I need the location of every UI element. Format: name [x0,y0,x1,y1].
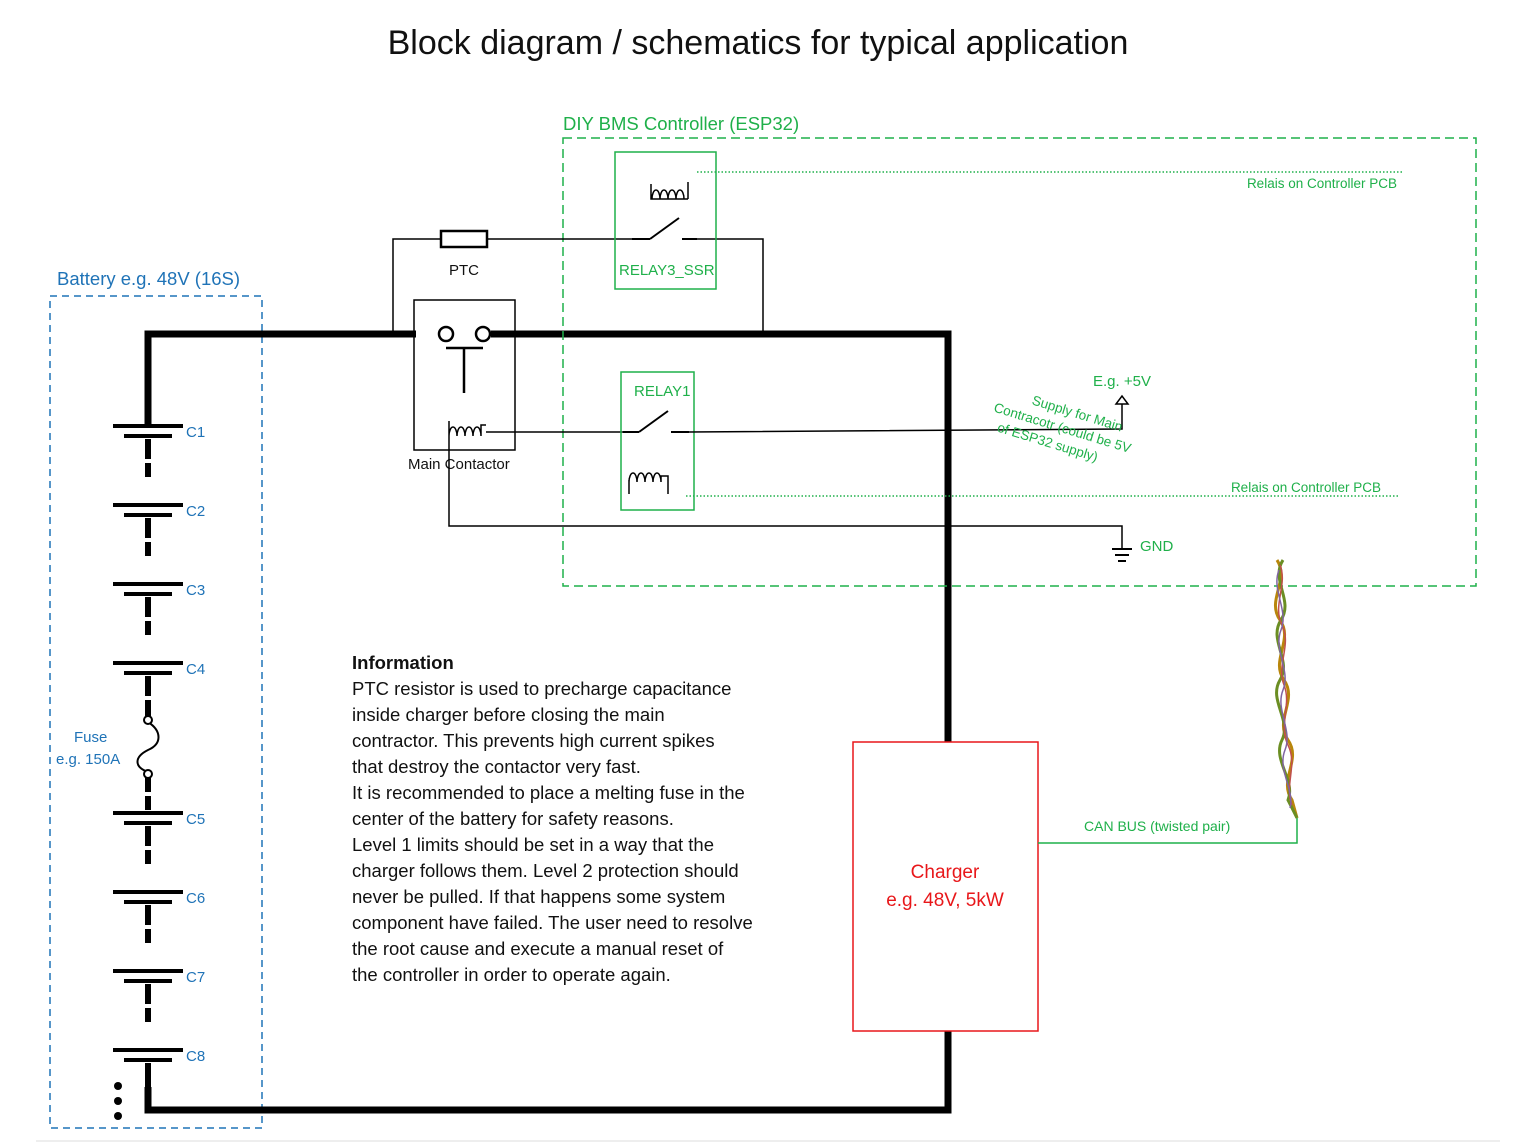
information-line: Level 1 limits should be set in a way th… [352,834,714,855]
cell-c3: C3 [113,582,205,599]
charger-box [852,741,1039,1032]
fuse-rating: e.g. 150A [56,751,120,768]
charger-negative-bus [144,1030,952,1114]
relay1-label: RELAY1 [634,383,690,400]
cell-label: C2 [186,503,205,520]
information-line: the root cause and execute a manual rese… [352,938,724,959]
information-line: It is recommended to place a melting fus… [352,782,745,803]
supply-wire [688,404,1123,433]
can-bus-wire [1038,818,1298,844]
cell-c2: C2 [113,503,205,520]
fuse-symbol: Fuse e.g. 150A [56,715,160,779]
more-cells-ellipsis [114,1082,122,1120]
supply-arrow-icon [1114,394,1130,405]
information-line: component have failed. The user need to … [352,912,753,933]
cell-c4: C4 [113,661,205,678]
relais-note-top: Relais on Controller PCB [1247,176,1397,191]
charger-positive-bus [491,330,952,742]
relay3-label: RELAY3_SSR [619,262,715,279]
controller-label: DIY BMS Controller (ESP32) [563,113,799,134]
information-line: contractor. This prevents high current s… [352,730,715,751]
fuse-label: Fuse [74,729,107,746]
gnd-wire [448,440,1123,548]
information-heading: Information [352,652,454,673]
cell-label: C3 [186,582,205,599]
main-contactor-label: Main Contactor [408,456,510,473]
information-block: Information PTC resistor is used to prec… [352,650,802,988]
ptc-label: PTC [449,262,479,279]
charger-label: Charger [911,862,980,883]
diagram-title: Block diagram / schematics for typical a… [388,24,1129,62]
information-line: the controller in order to operate again… [352,964,671,985]
cell-c8: C8 [113,1048,205,1065]
information-line: PTC resistor is used to precharge capaci… [352,678,732,699]
main-contactor: Main Contactor [408,299,516,473]
cell-label: C6 [186,890,205,907]
information-line: charger follows them. Level 2 protection… [352,860,739,881]
cell-label: C1 [186,424,205,441]
relais-note-bottom: Relais on Controller PCB [1231,480,1381,495]
twisted-pair-cable-icon [1273,559,1299,819]
relay1: RELAY1 [620,371,695,511]
cell-label: C7 [186,969,205,986]
ptc-resistor: PTC [439,229,489,279]
supply-voltage: E.g. +5V [1093,373,1151,390]
can-bus-label: CAN BUS (twisted pair) [1084,818,1230,834]
information-line: inside charger before closing the main [352,704,665,725]
relay3-ssr: RELAY3_SSR [614,151,717,290]
information-line: center of the battery for safety reasons… [352,808,674,829]
information-line: never be pulled. If that happens some sy… [352,886,726,907]
supply-note: Supply for Main Contracotr (could be 5V … [992,393,1133,465]
battery-positive-bus [144,330,416,425]
gnd-label: GND [1140,538,1174,555]
information-line: that destroy the contactor very fast. [352,756,641,777]
cell-label: C8 [186,1048,205,1065]
cell-c5: C5 [113,811,205,828]
ground-icon [1112,548,1132,562]
precharge-wire [682,238,764,334]
precharge-wire [392,238,441,334]
cell-c6: C6 [113,890,205,907]
battery-boundary [49,295,263,1129]
cell-c7: C7 [113,969,205,986]
controller-boundary [562,137,1477,587]
battery-label: Battery e.g. 48V (16S) [57,268,240,289]
cell-c1: C1 [113,424,205,441]
cell-label: C5 [186,811,205,828]
charger-rating: e.g. 48V, 5kW [886,890,1004,911]
cell-label: C4 [186,661,205,678]
